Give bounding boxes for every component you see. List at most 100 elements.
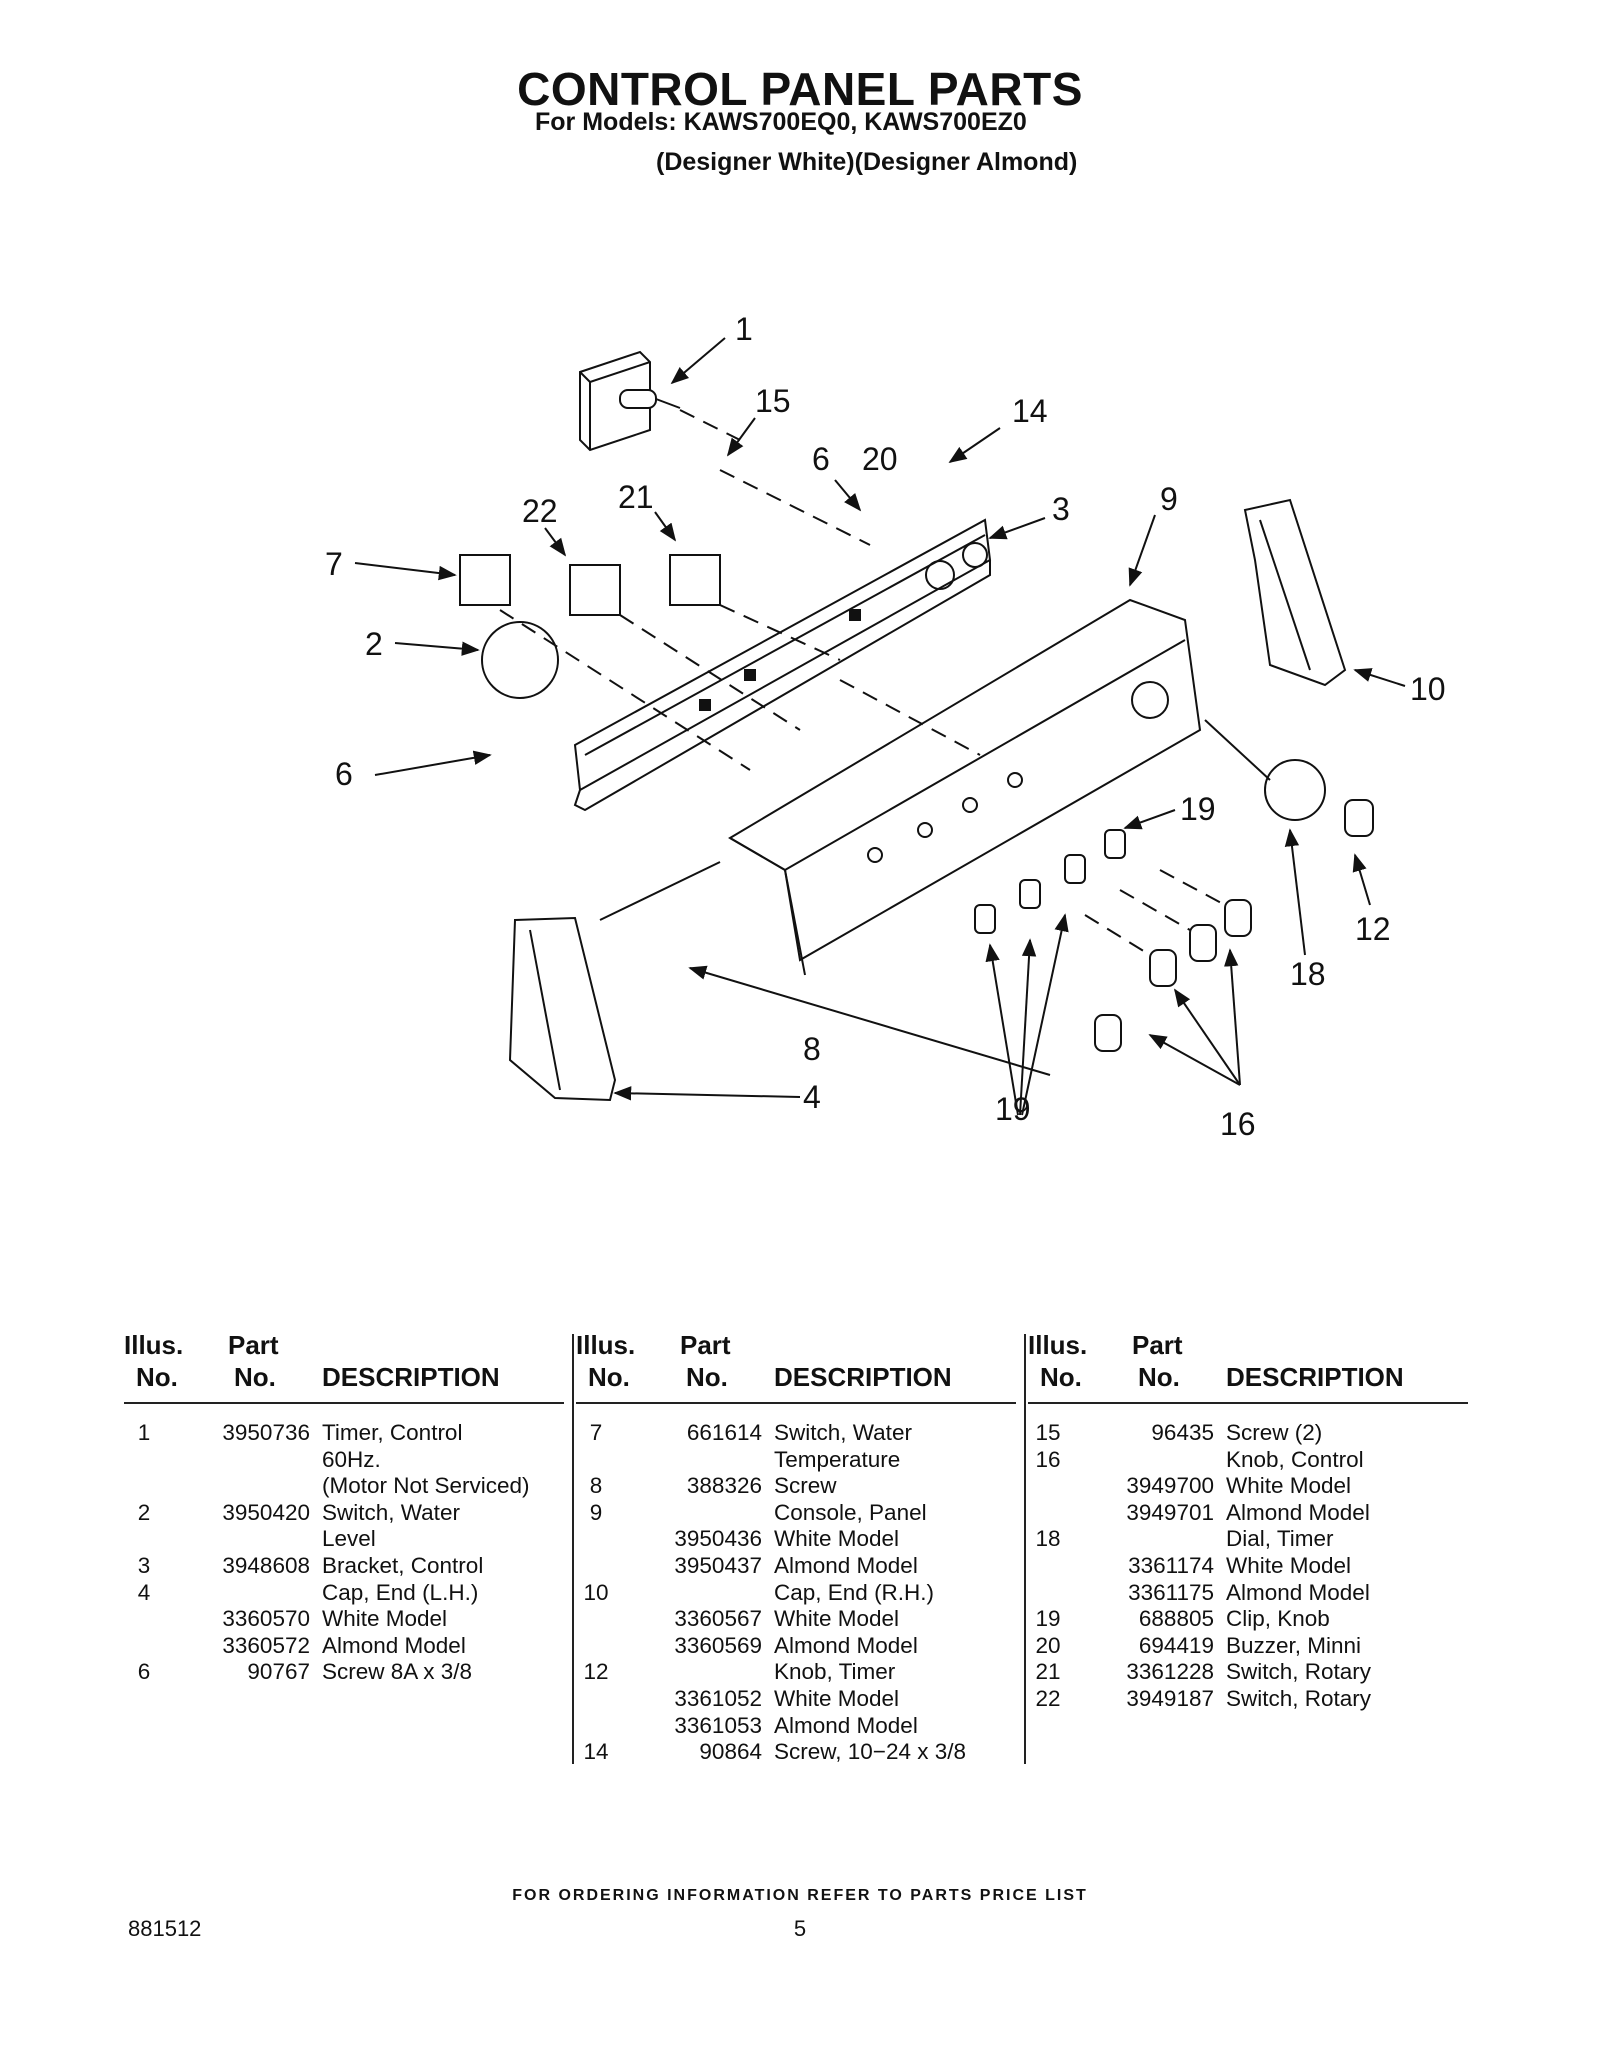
illus-no-cell: 19	[1035, 1606, 1061, 1632]
header-part-no: No.	[686, 1362, 728, 1392]
part-no-cell: 3360569	[674, 1632, 762, 1658]
illus-no-cell: 10	[583, 1579, 609, 1605]
header-part-no: No.	[234, 1362, 276, 1392]
parts-diagram: 1 15 14 6 20 3 9 22 21 7 2 10 6 19 12 18…	[325, 311, 1446, 1142]
description-cell: Switch, Rotary	[1226, 1659, 1372, 1685]
table-row: 15 96435 Screw (2)	[1028, 1420, 1468, 1447]
description-cell: Console, Panel	[774, 1499, 927, 1525]
callout-16: 16	[1220, 1106, 1256, 1142]
illus-no-cell: 20	[1035, 1632, 1061, 1658]
header-description: DESCRIPTION	[774, 1362, 952, 1392]
description-cell: Almond Model	[1226, 1499, 1370, 1525]
part-no-cell: 3360567	[674, 1606, 762, 1632]
callout-18: 18	[1290, 956, 1326, 992]
callout-21: 21	[618, 479, 654, 515]
description-cell: Screw (2)	[1226, 1420, 1323, 1445]
header-illus: Illus.	[576, 1330, 636, 1360]
header-illus: Illus.	[1028, 1330, 1088, 1360]
description-cell: White Model	[774, 1685, 900, 1711]
table-row: 6 90767 Screw 8A x 3/8	[124, 1659, 564, 1686]
part-no-cell: 3950436	[674, 1526, 762, 1552]
table-row: 3360570 White Model	[124, 1606, 564, 1633]
header-part: Part	[1132, 1330, 1183, 1360]
console-panel-part	[728, 598, 1202, 976]
description-cell: White Model	[1226, 1473, 1352, 1499]
part-no-cell: 3361175	[1128, 1579, 1214, 1605]
callout-20: 20	[862, 441, 898, 477]
part-no-cell: 3360570	[222, 1606, 310, 1632]
callout-19-right: 19	[1180, 791, 1216, 827]
table-row: 60Hz.	[124, 1447, 564, 1474]
illus-no-cell: 3	[137, 1552, 151, 1578]
illus-no-cell: 15	[1035, 1420, 1061, 1445]
part-no-cell: 90767	[247, 1659, 310, 1685]
header-illus-no: No.	[588, 1362, 630, 1392]
part-no-cell: 90864	[699, 1739, 762, 1765]
description-cell: Knob, Control	[1226, 1446, 1364, 1472]
part-no-cell: 3360572	[222, 1632, 310, 1658]
right-end-cap-part	[1243, 498, 1347, 687]
part-no-cell: 688805	[1138, 1606, 1214, 1632]
illus-no-cell: 16	[1035, 1446, 1061, 1472]
header-description: DESCRIPTION	[1226, 1362, 1404, 1392]
part-no-cell: 3949187	[1126, 1685, 1214, 1711]
description-cell: Screw 8A x 3/8	[322, 1659, 473, 1685]
illus-no-cell: 22	[1035, 1685, 1061, 1711]
part-no-cell: 3949700	[1126, 1473, 1214, 1499]
illus-no-cell: 8	[589, 1473, 603, 1499]
illus-no-cell: 12	[583, 1659, 609, 1685]
header-illus-no: No.	[136, 1362, 178, 1392]
table-row: 3360567 White Model	[576, 1606, 1016, 1633]
description-cell: Temperature	[774, 1446, 901, 1472]
table-row: 10 Cap, End (R.H.)	[576, 1580, 1016, 1607]
part-no-cell: 388326	[686, 1473, 762, 1499]
table-row: 18 Dial, Timer	[1028, 1526, 1468, 1553]
part-no-cell: 3950736	[222, 1420, 310, 1445]
callout-4: 4	[803, 1079, 821, 1115]
description-cell: White Model	[1226, 1552, 1352, 1578]
water-level-switch-part	[481, 621, 559, 699]
header-illus-no: No.	[1040, 1362, 1082, 1392]
control-bracket-part	[573, 518, 992, 812]
illus-no-cell: 18	[1035, 1526, 1061, 1552]
description-cell: Cap, End (R.H.)	[774, 1579, 935, 1605]
description-cell: White Model	[322, 1606, 448, 1632]
part-no-cell: 3361053	[674, 1712, 762, 1738]
part-no-cell: 96435	[1151, 1420, 1214, 1445]
description-cell: White Model	[774, 1526, 900, 1552]
callout-arrows	[354, 337, 1406, 1116]
description-cell: White Model	[774, 1606, 900, 1632]
table-row: 3360569 Almond Model	[576, 1633, 1016, 1660]
callout-22: 22	[522, 493, 558, 529]
callout-14: 14	[1012, 393, 1048, 429]
description-cell: Screw, 10−24 x 3/8	[774, 1739, 966, 1765]
illus-no-cell: 4	[137, 1579, 151, 1605]
description-cell: Bracket, Control	[322, 1552, 484, 1578]
table-row: 3949700 White Model	[1028, 1473, 1468, 1500]
illus-no-cell: 6	[137, 1659, 151, 1685]
header-part-no: No.	[1138, 1362, 1180, 1392]
header-part: Part	[228, 1330, 279, 1360]
description-cell: Switch, Water	[322, 1499, 460, 1525]
header-part: Part	[680, 1330, 731, 1360]
description-cell: Dial, Timer	[1226, 1526, 1334, 1552]
illus-no-cell: 21	[1035, 1659, 1061, 1685]
models-line: For Models: KAWS700EQ0, KAWS700EZ0	[535, 108, 1027, 136]
callout-12: 12	[1355, 911, 1391, 947]
description-cell: Almond Model	[774, 1632, 918, 1658]
callout-8: 8	[803, 1031, 821, 1067]
callout-2: 2	[365, 626, 383, 662]
callout-15: 15	[755, 383, 791, 419]
timer-part	[579, 350, 681, 452]
column-divider	[572, 1334, 574, 1764]
